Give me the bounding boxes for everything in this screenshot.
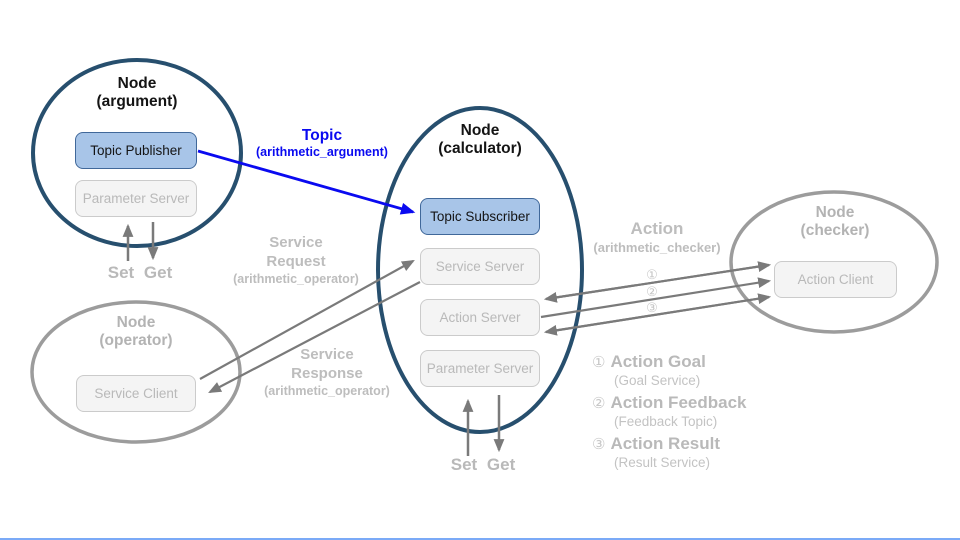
action-feedback-number: ② (646, 284, 658, 299)
topic-subscriber-box: Topic Subscriber (420, 198, 540, 235)
calculator-node-title-line1: Node (460, 122, 500, 139)
legend-result-title: Action Result (610, 434, 721, 453)
slide-bottom-edge (0, 538, 960, 540)
action-label: Action (arithmetic_checker) (557, 219, 757, 256)
legend-feedback-number: ② (592, 395, 606, 412)
operator-node-title-line2: (operator) (99, 332, 173, 349)
argument-node-title: Node (argument) (57, 75, 217, 111)
action-server-box: Action Server (420, 299, 540, 336)
checker-node-title-line2: (checker) (800, 222, 870, 239)
service-response-label-line1: Service (300, 346, 354, 363)
checker-node-title-line1: Node (815, 204, 855, 221)
service-response-label: Service Response (arithmetic_operator) (237, 345, 417, 399)
service-client-box: Service Client (76, 375, 196, 412)
topic-publisher-box: Topic Publisher (75, 132, 197, 169)
legend-goal-number: ① (592, 354, 606, 371)
calculator-node-title: Node (calculator) (400, 122, 560, 158)
action-feedback-arrow (540, 277, 772, 319)
operator-node-title: Node (operator) (56, 314, 216, 350)
service-request-label-line2: Request (266, 253, 326, 270)
service-request-arrow (199, 259, 415, 380)
argument-node-title-line2: (argument) (96, 93, 178, 110)
action-label-subtitle: (arithmetic_checker) (593, 240, 721, 255)
legend-goal-subtitle: (Goal Service) (614, 373, 701, 388)
legend-result-subtitle: (Result Service) (614, 455, 711, 470)
service-response-arrow (208, 281, 421, 394)
calculator-set-get-label: Set Get (450, 455, 516, 474)
service-request-label-line1: Service (269, 234, 323, 251)
service-server-box: Service Server (420, 248, 540, 285)
topic-arrow (197, 149, 416, 215)
argument-node-title-line1: Node (117, 75, 157, 92)
action-client-box: Action Client (774, 261, 897, 298)
operator-node-title-line1: Node (116, 314, 156, 331)
argument-set-get-label: Set Get (107, 263, 173, 282)
service-response-label-subtitle: (arithmetic_operator) (264, 384, 390, 398)
legend-goal-title: Action Goal (610, 352, 706, 371)
argument-parameter-server-box: Parameter Server (75, 180, 197, 217)
topic-label: Topic (arithmetic_argument) (222, 127, 422, 160)
legend-feedback-title: Action Feedback (610, 393, 747, 412)
topic-label-subtitle: (arithmetic_argument) (256, 145, 388, 159)
checker-node-title: Node (checker) (755, 204, 915, 240)
service-response-label-line2: Response (291, 365, 363, 382)
action-goal-number: ① (646, 267, 658, 282)
calculator-parameter-server-box: Parameter Server (420, 350, 540, 387)
calculator-node-title-line2: (calculator) (438, 140, 522, 157)
action-label-title: Action (630, 219, 684, 238)
action-goal-arrow-to-server (543, 263, 770, 303)
topic-label-title: Topic (301, 127, 343, 144)
service-request-label: Service Request (arithmetic_operator) (206, 233, 386, 287)
legend-feedback-subtitle: (Feedback Topic) (614, 414, 718, 429)
service-request-label-subtitle: (arithmetic_operator) (233, 272, 359, 286)
legend-result-number: ③ (592, 436, 606, 453)
action-result-number: ③ (646, 300, 658, 315)
action-result-arrow-to-server (543, 295, 770, 336)
